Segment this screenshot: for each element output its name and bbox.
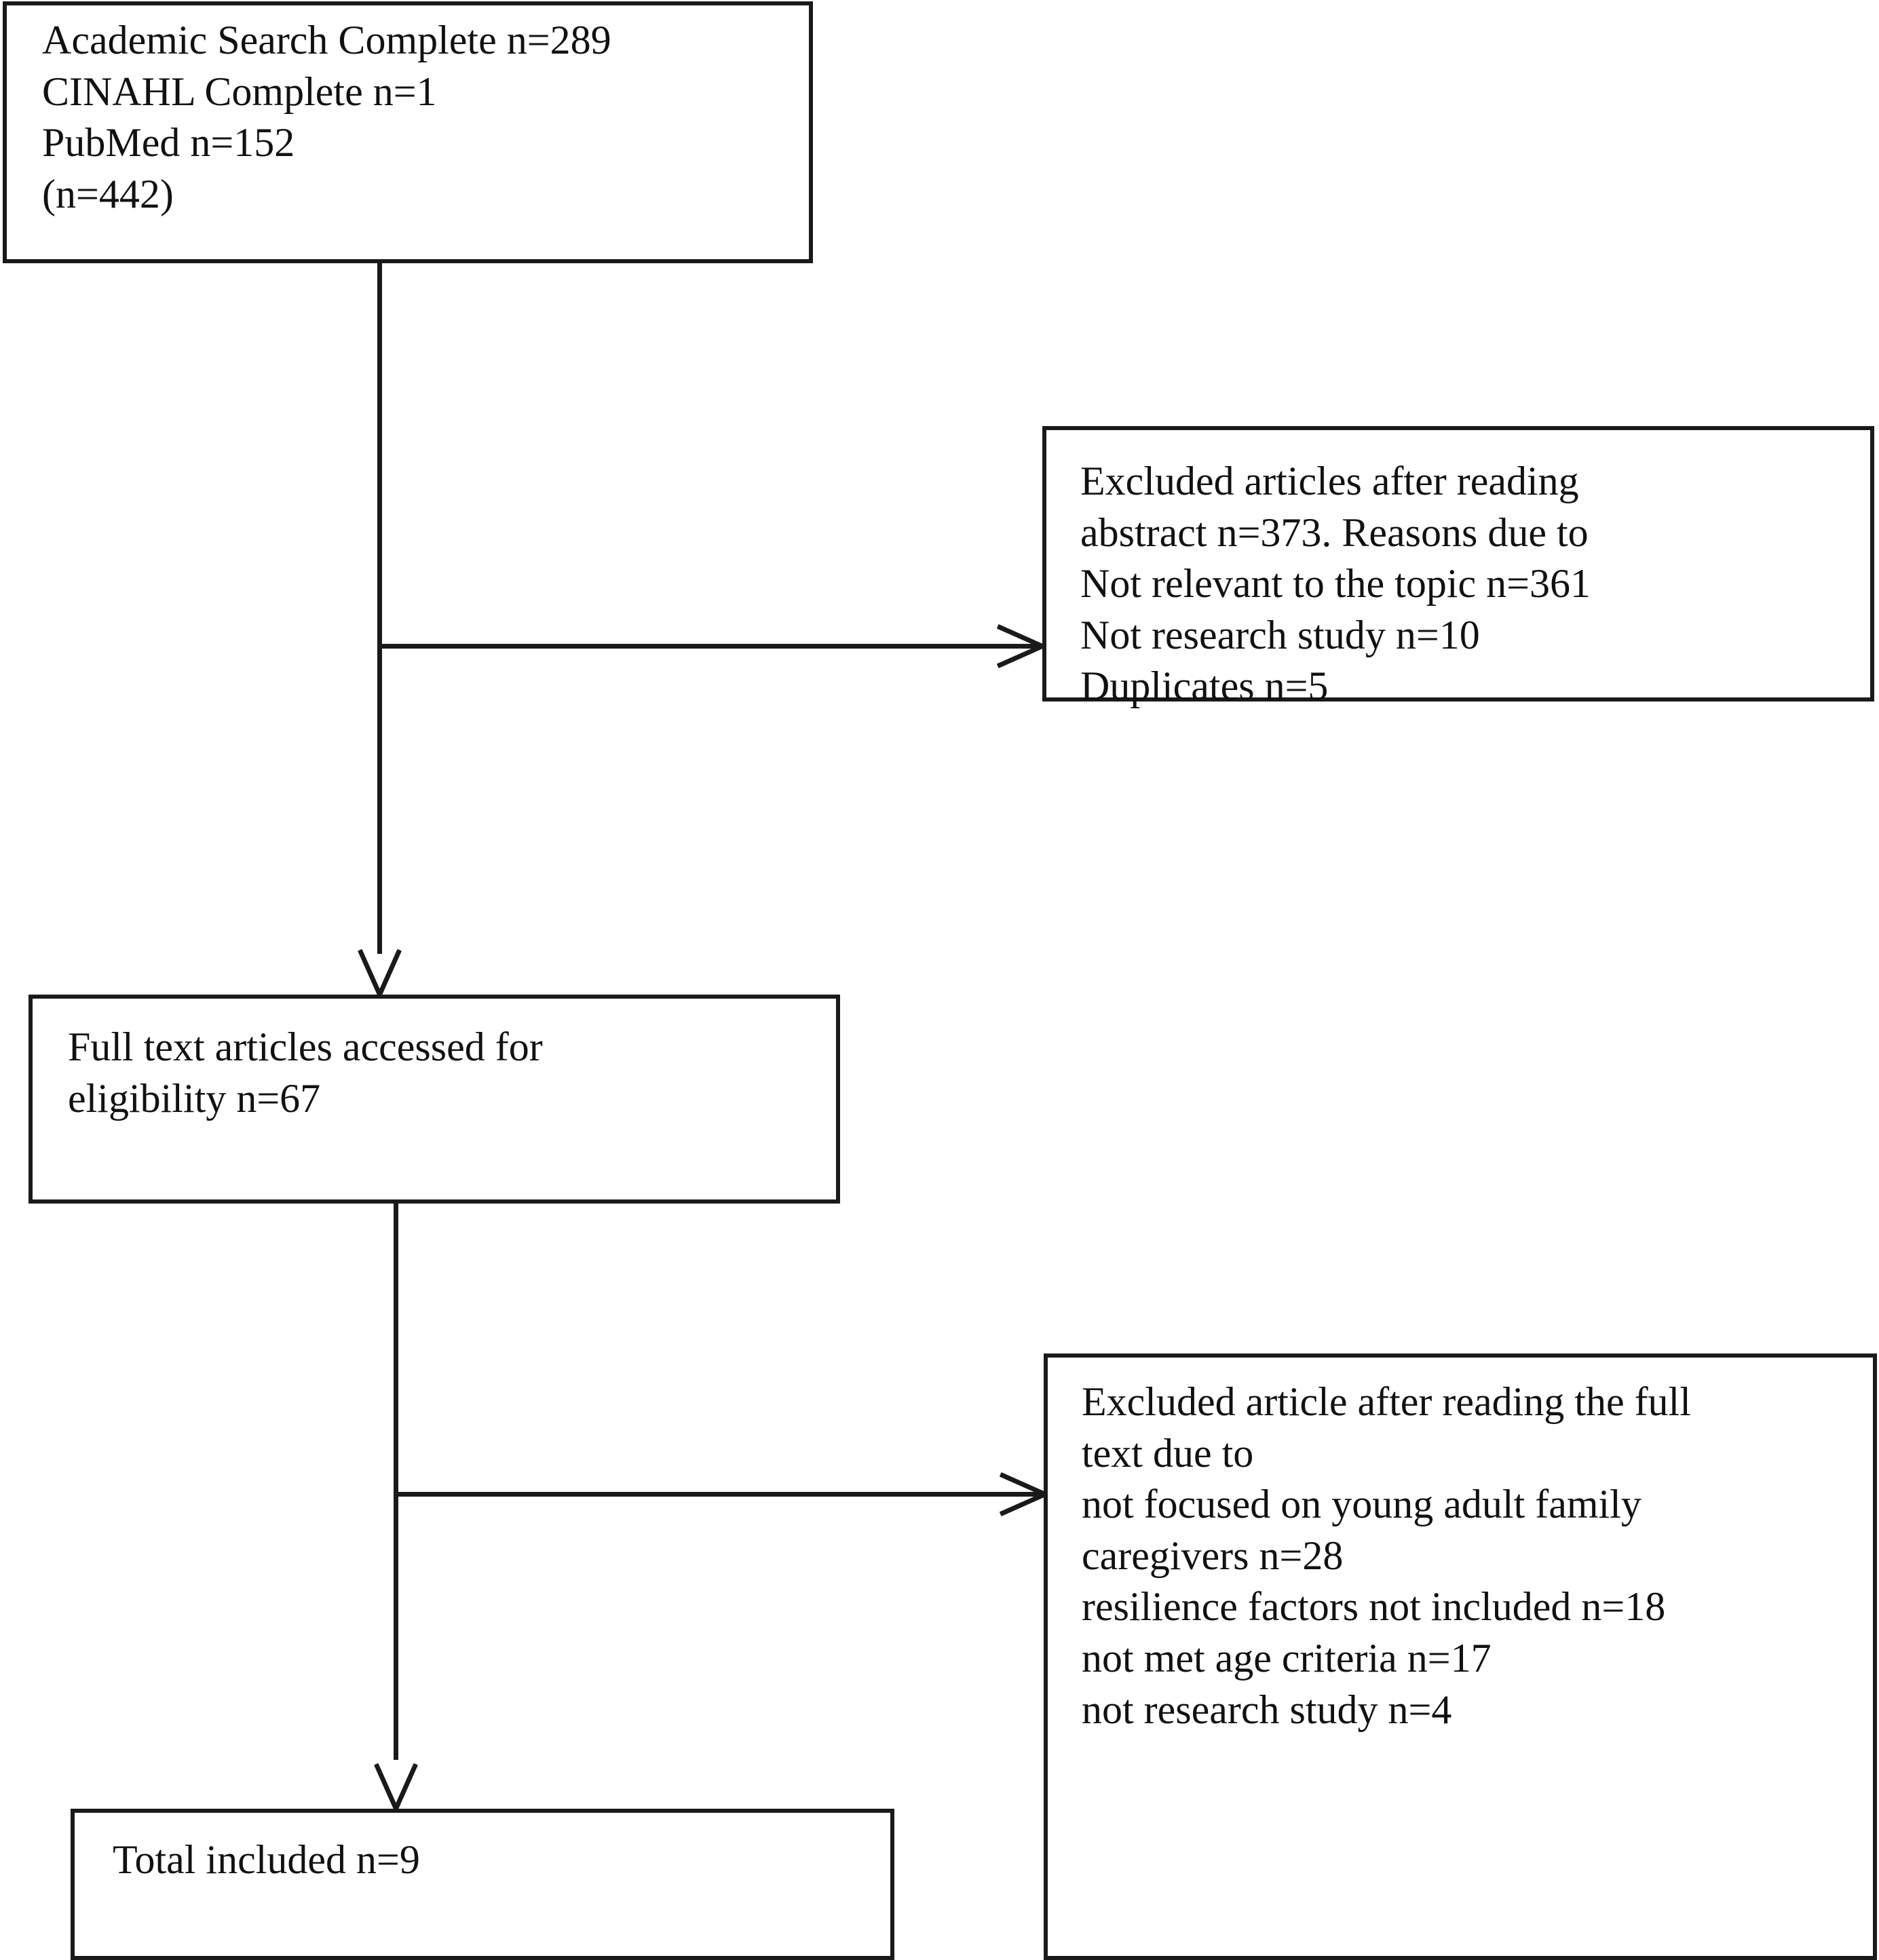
node-included-text: Total included n=9 bbox=[113, 1837, 420, 1882]
arrowhead-left-stroke bbox=[374, 1763, 398, 1810]
arrowhead-down-to-eligibility bbox=[358, 946, 402, 996]
arrowhead-bottom-stroke bbox=[996, 644, 1044, 668]
arrowhead-right-stroke bbox=[394, 1763, 418, 1810]
connector-identification-to-eligibility bbox=[377, 263, 382, 954]
arrowhead-top-stroke bbox=[996, 624, 1044, 649]
arrowhead-top-stroke bbox=[999, 1472, 1046, 1497]
node-excluded-fulltext-box: Excluded article after reading the full … bbox=[1044, 1353, 1877, 1960]
connector-eligibility-to-included bbox=[394, 1202, 398, 1760]
arrowhead-bottom-stroke bbox=[999, 1492, 1046, 1516]
connector-eligibility-to-excluded-fulltext bbox=[394, 1492, 1045, 1497]
arrowhead-right-stroke bbox=[377, 948, 402, 996]
node-excluded-fulltext-text: Excluded article after reading the full … bbox=[1082, 1379, 1691, 1732]
node-eligibility-box: Full text articles accessed for eligibil… bbox=[29, 995, 840, 1204]
arrowhead-right-to-excluded-fulltext bbox=[996, 1472, 1046, 1516]
node-eligibility-text: Full text articles accessed for eligibil… bbox=[68, 1024, 543, 1121]
node-excluded-abstract-box: Excluded articles after reading abstract… bbox=[1042, 426, 1874, 708]
node-included-box: Total included n=9 bbox=[71, 1809, 894, 1960]
node-identification-box: Academic Search Complete n=289 CINAHL Co… bbox=[3, 1, 813, 263]
node-identification-text: Academic Search Complete n=289 CINAHL Co… bbox=[42, 18, 611, 216]
node-excluded-abstract-text: Excluded articles after reading abstract… bbox=[1080, 459, 1591, 709]
arrowhead-down-to-included bbox=[374, 1760, 418, 1810]
arrowhead-left-stroke bbox=[358, 948, 382, 996]
arrowhead-right-to-excluded-abstract bbox=[993, 624, 1044, 668]
connector-identification-to-excluded-abstract bbox=[377, 644, 1042, 649]
